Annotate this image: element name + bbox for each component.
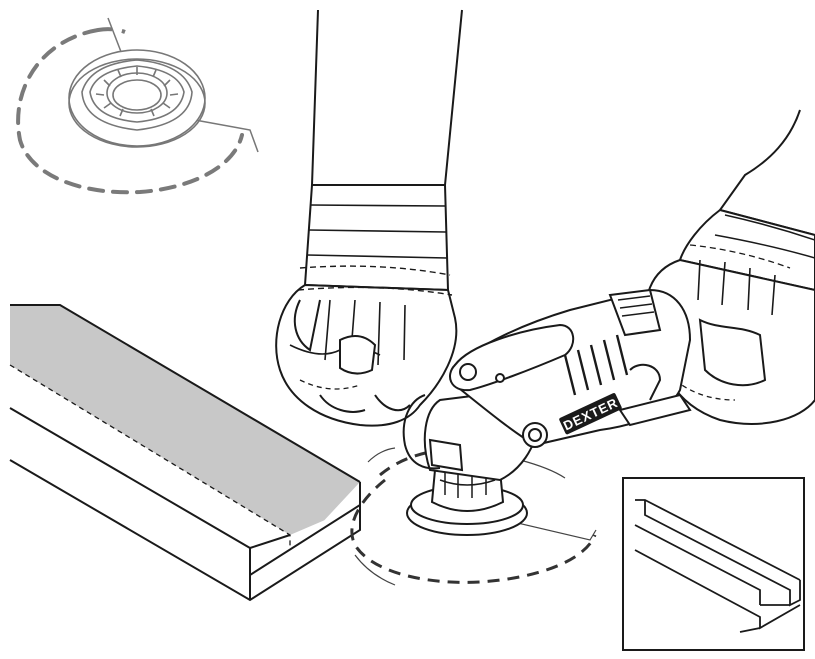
callout-dashed-circle-top-start bbox=[97, 27, 126, 34]
rebated-board-result-icon bbox=[622, 477, 805, 651]
board-cut-guide-line bbox=[9, 364, 291, 548]
workpiece-board bbox=[9, 304, 361, 602]
accessory-hub-callout bbox=[16, 17, 259, 195]
oscillating-multitool: DEXTER bbox=[402, 288, 692, 536]
board-shaded-rebate bbox=[10, 305, 360, 535]
result-callout-frame bbox=[622, 477, 805, 651]
left-glove bbox=[275, 265, 458, 427]
left-arm-sleeve bbox=[303, 9, 463, 292]
callout-dashed-circle-top bbox=[16, 28, 244, 195]
sanding-pad-hub-icon bbox=[68, 49, 206, 148]
callout-leader-line-2 bbox=[194, 119, 259, 153]
right-glove bbox=[645, 244, 815, 425]
